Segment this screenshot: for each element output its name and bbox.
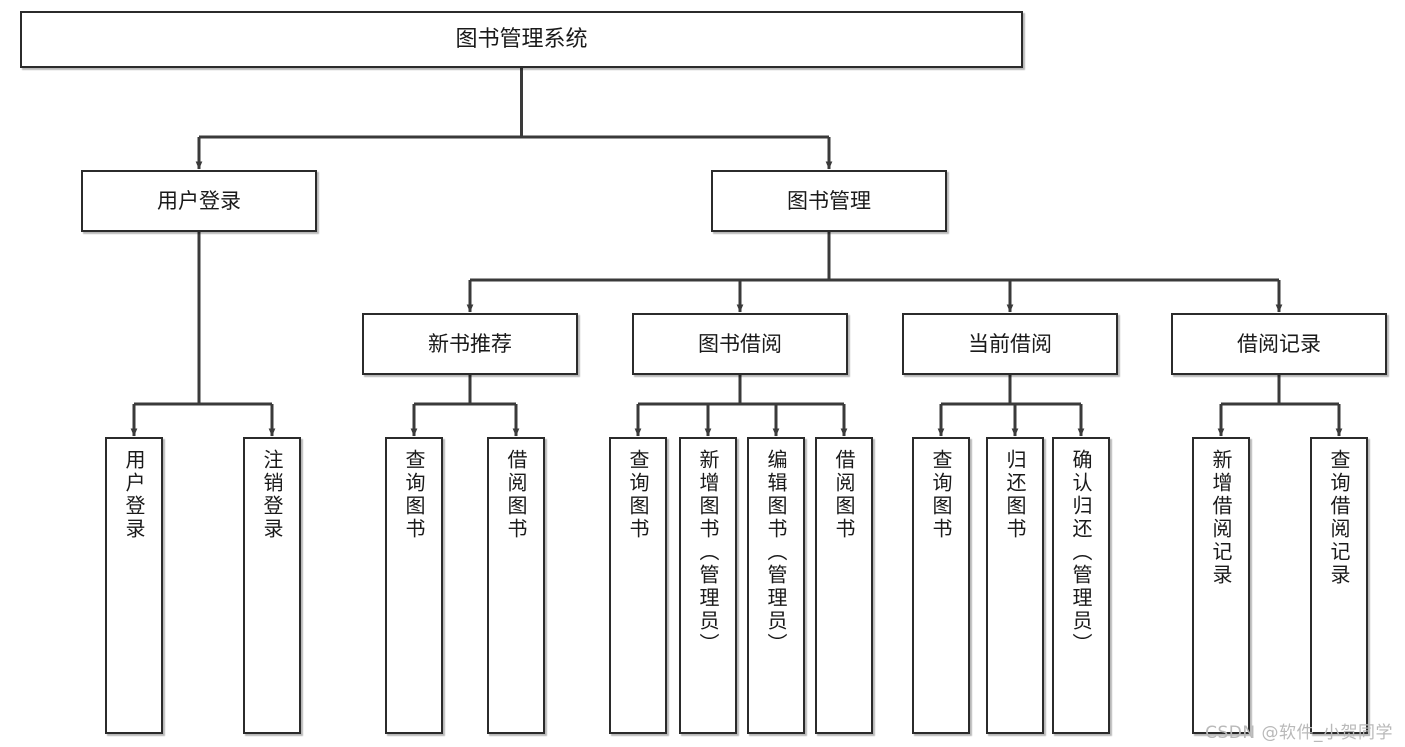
node-leaf-cur-confirm[interactable]: 确认归还（管理员） [1052,437,1110,734]
node-leaf-borrow-do[interactable]: 借阅图书 [815,437,873,734]
node-label: 用户登录 [157,188,241,213]
node-label: 归还图书 [1003,449,1027,541]
node-label: 注销登录 [260,449,284,541]
csdn-watermark: CSDN @软件_小贺同学 [1205,723,1393,743]
node-label: 当前借阅 [968,331,1052,356]
node-label: 新书推荐 [428,331,512,356]
node-book-manage[interactable]: 图书管理 [711,170,947,232]
node-label: 借阅图书 [832,449,856,541]
node-leaf-borrow-edit[interactable]: 编辑图书（管理员） [747,437,805,734]
node-label: 图书管理系统 [455,26,588,52]
node-label: 新增借阅记录 [1209,449,1233,587]
node-label: 查询图书 [929,449,953,541]
node-leaf-borrow-add[interactable]: 新增图书（管理员） [679,437,737,734]
node-book-borrow[interactable]: 图书借阅 [632,313,848,375]
node-leaf-rec-add[interactable]: 新增借阅记录 [1192,437,1250,734]
node-root[interactable]: 图书管理系统 [20,11,1023,68]
node-leaf-rec-find[interactable]: 查询借阅记录 [1310,437,1368,734]
node-leaf-user-login[interactable]: 用户登录 [105,437,163,734]
node-leaf-rec-query[interactable]: 查询图书 [385,437,443,734]
node-label: 编辑图书（管理员） [764,449,788,656]
node-current-borrow[interactable]: 当前借阅 [902,313,1118,375]
node-leaf-cur-query[interactable]: 查询图书 [912,437,970,734]
node-label: 新增图书（管理员） [696,449,720,656]
node-label: 确认归还（管理员） [1069,449,1093,656]
node-leaf-cur-return[interactable]: 归还图书 [986,437,1044,734]
node-label: 查询借阅记录 [1327,449,1351,587]
node-label: 查询图书 [626,449,650,541]
node-label: 用户登录 [122,449,146,541]
node-label: 查询图书 [402,449,426,541]
node-borrow-record[interactable]: 借阅记录 [1171,313,1387,375]
node-leaf-rec-borrow[interactable]: 借阅图书 [487,437,545,734]
node-label: 借阅记录 [1237,331,1321,356]
node-new-book-rec[interactable]: 新书推荐 [362,313,578,375]
node-user-login[interactable]: 用户登录 [81,170,317,232]
node-label: 图书借阅 [698,331,782,356]
node-leaf-borrow-query[interactable]: 查询图书 [609,437,667,734]
node-label: 图书管理 [787,188,871,213]
node-leaf-user-logout[interactable]: 注销登录 [243,437,301,734]
node-label: 借阅图书 [504,449,528,541]
